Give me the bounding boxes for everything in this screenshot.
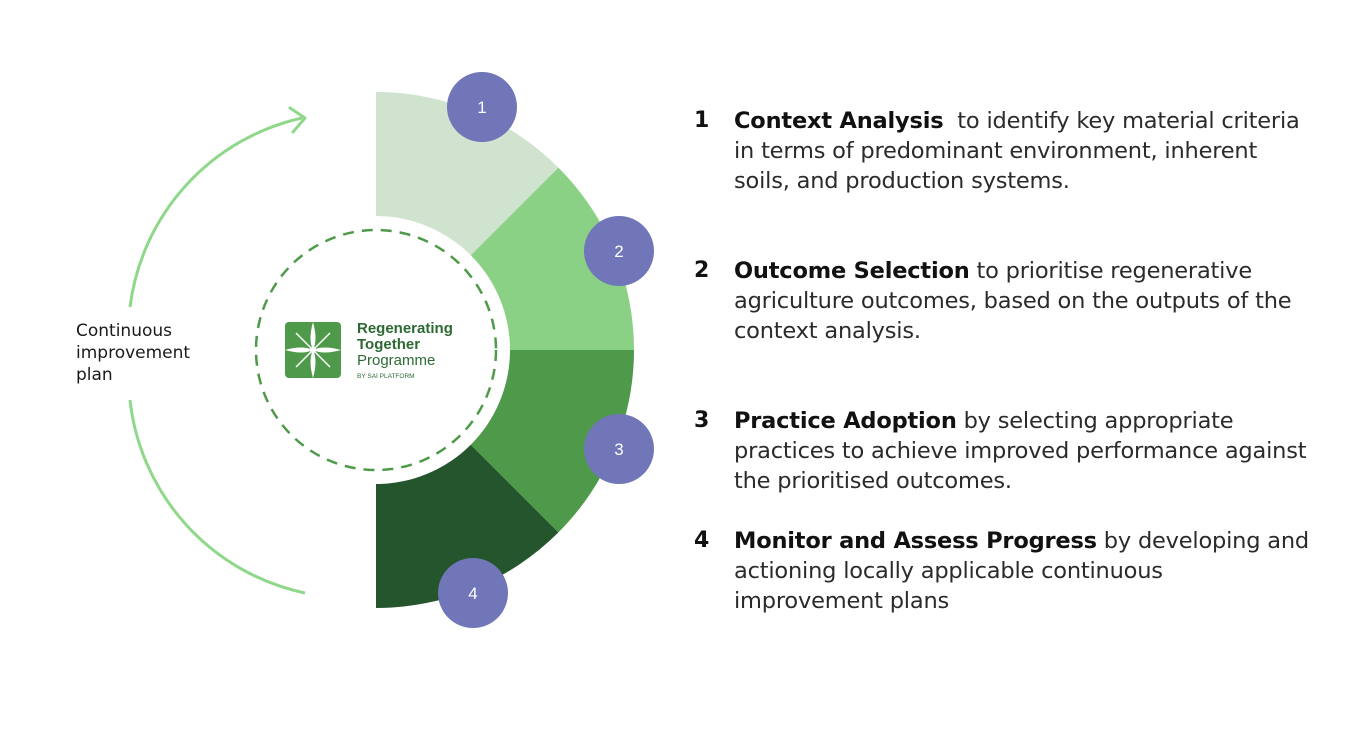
step-title: Monitor and Assess Progress	[734, 528, 1097, 554]
loop-label-line-2: improvement	[76, 343, 191, 363]
marker-3-label: 3	[614, 440, 623, 459]
step-description: Monitor and Assess Progress by developin…	[734, 526, 1314, 616]
step-number: 1	[694, 108, 710, 133]
loop-label-line-3: plan	[76, 365, 113, 385]
step-description: Practice Adoption by selecting appropria…	[734, 406, 1314, 496]
step-title: Outcome Selection	[734, 258, 970, 284]
logo-line-programme: Programme	[357, 352, 435, 369]
step-title: Practice Adoption	[734, 408, 957, 434]
step-description: Context Analysis to identify key materia…	[734, 106, 1314, 196]
step-body: to identify key material criteria in ter…	[734, 108, 1307, 194]
center-disc	[242, 216, 510, 484]
marker-4: 4	[438, 558, 508, 628]
loop-arrow-head	[288, 106, 307, 134]
loop-label: Continuous improvement plan	[76, 320, 226, 386]
marker-1-label: 1	[477, 98, 486, 117]
step-number: 3	[694, 408, 710, 433]
step-body: by selecting appropriate practices to ac…	[734, 408, 1314, 494]
loop-arrow-upper	[128, 116, 303, 308]
step-description: Outcome Selection to prioritise regenera…	[734, 256, 1314, 346]
loop-arrow-lower	[128, 399, 306, 595]
marker-2: 2	[584, 216, 654, 286]
step-body: to prioritise regenerative agriculture o…	[734, 258, 1299, 344]
step-body: by developing and actioning locally appl…	[734, 528, 1316, 614]
logo-line-byline: BY SAI PLATFORM	[357, 373, 415, 380]
step-title: Context Analysis	[734, 108, 944, 134]
loop-label-line-1: Continuous	[76, 321, 173, 341]
step-number: 2	[694, 258, 710, 283]
dashed-ring	[254, 228, 498, 472]
marker-3: 3	[584, 414, 654, 484]
marker-2-label: 2	[614, 242, 623, 261]
logo-mark	[285, 322, 341, 378]
logo-line-together: Together	[357, 336, 420, 353]
marker-4-label: 4	[468, 584, 477, 603]
logo-line-regenerating: Regenerating	[357, 320, 453, 337]
marker-1: 1	[447, 72, 517, 142]
step-number: 4	[694, 528, 710, 553]
